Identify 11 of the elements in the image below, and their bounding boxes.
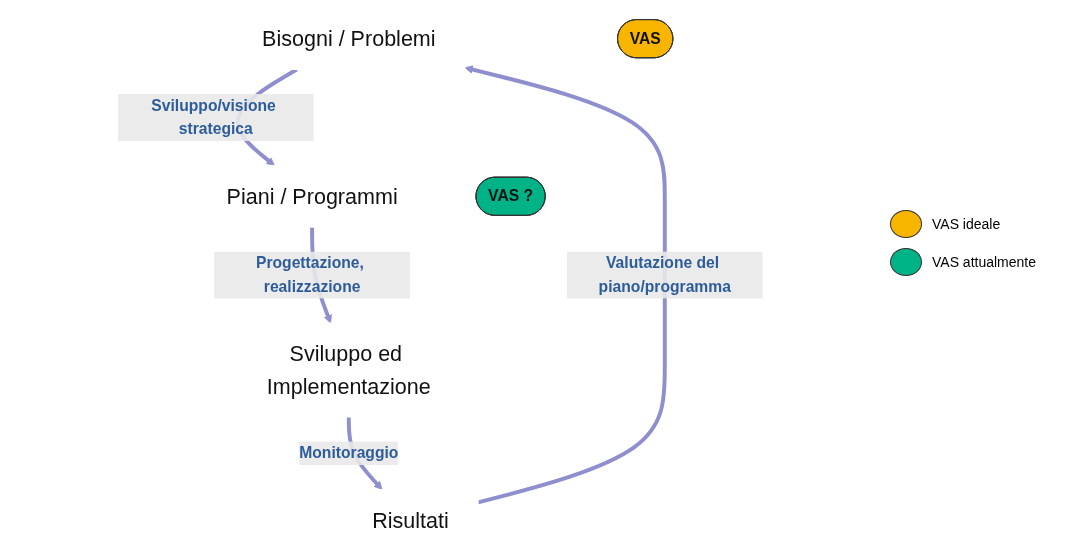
- edge-label: Monitoraggio: [298, 444, 399, 462]
- node-text: Bisogni / Problemi: [261, 26, 436, 51]
- node-text: Risultati: [371, 508, 449, 533]
- legend-text: VAS attualmente: [932, 254, 1037, 270]
- edge-label: Progettazione, realizzazione: [255, 254, 364, 295]
- edge-label: Valutazione del piano/programma: [598, 254, 731, 295]
- node-text: Piani / Programmi: [226, 184, 398, 209]
- legend-text: VAS ideale: [932, 216, 1001, 232]
- arrow: [464, 65, 667, 505]
- edge-label: Sviluppo/visione strategica: [151, 96, 276, 138]
- node-text: Sviluppo ed Implementazione: [266, 341, 431, 399]
